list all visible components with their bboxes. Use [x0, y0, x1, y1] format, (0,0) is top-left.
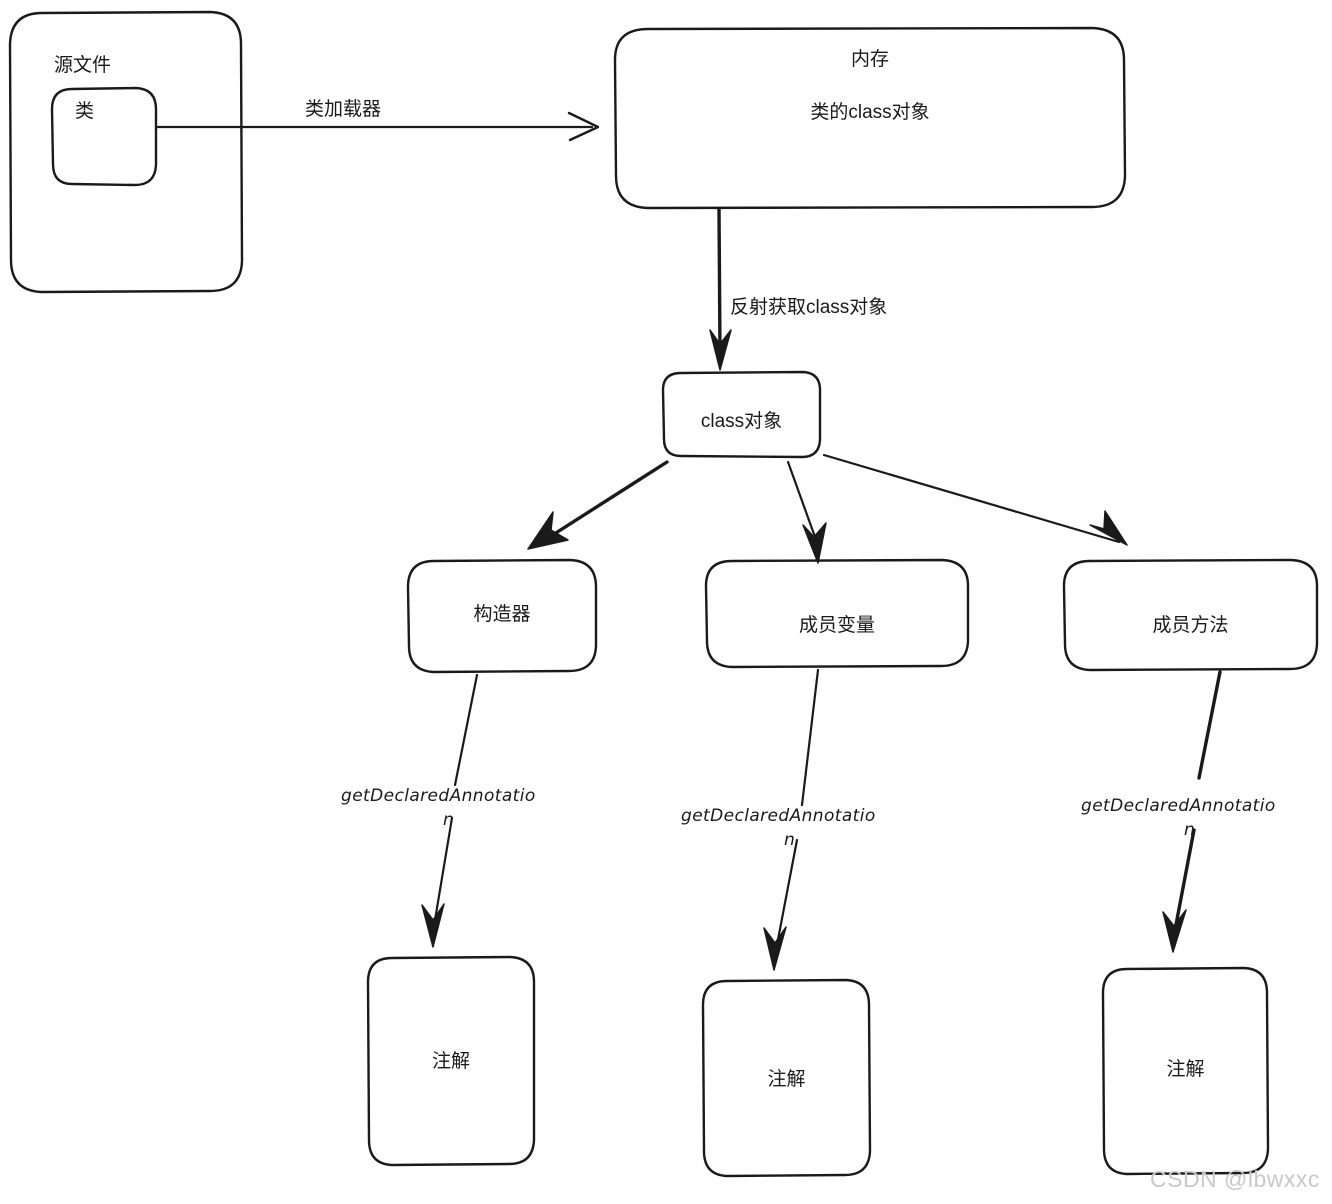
node-class-object-shape[interactable]	[661, 370, 822, 459]
node-annotation-2-shape[interactable]	[701, 978, 872, 1178]
node-annotation-2-label: 注解	[767, 1069, 806, 1090]
watermark: CSDN @lbwxxc	[1150, 1166, 1320, 1192]
node-annotation-1-shape[interactable]	[366, 955, 536, 1167]
node-constructor-label: 构造器	[473, 604, 531, 625]
node-class-inner-shape[interactable]	[50, 86, 158, 187]
node-member-method-shape[interactable]	[1062, 558, 1319, 672]
edge-reflect-line	[717, 207, 722, 354]
edge-field-annotation-label-line2: n	[784, 830, 796, 850]
edge-to-field-line	[786, 460, 821, 550]
edge-method-annotation-arrowhead	[1162, 909, 1187, 953]
node-class-object-label: class对象	[700, 411, 783, 432]
edge-ctor-annotation-arrowhead	[421, 903, 445, 948]
node-class-inner-label: 类	[75, 101, 95, 122]
node-annotation-3-label: 注解	[1166, 1059, 1205, 1080]
edge-field-annotation-label-line1: getDeclaredAnnotatio	[681, 806, 876, 826]
edge-method-annotation-label-line2: n	[1184, 820, 1196, 840]
edge-method-annotation-line	[1197, 670, 1222, 780]
edge-method-annotation-label-line1: getDeclaredAnnotatio	[1081, 796, 1276, 816]
edge-class-loader-label: 类加载器	[305, 99, 382, 120]
node-annotation-3-shape[interactable]	[1101, 966, 1270, 1176]
node-member-field-label: 成员变量	[798, 615, 875, 636]
node-memory-shape[interactable]	[613, 26, 1127, 210]
node-constructor-shape[interactable]	[406, 558, 598, 674]
edge-to-field-arrowhead	[802, 522, 827, 564]
edge-class-loader-arrowhead	[567, 111, 600, 142]
node-memory-label: 内存	[850, 49, 889, 70]
edge-field-annotation-line2	[774, 838, 799, 952]
node-member-field-shape[interactable]	[704, 558, 970, 669]
edge-field-annotation-arrowhead	[763, 926, 787, 971]
node-member-method-label: 成员方法	[1152, 615, 1229, 636]
edge-to-constructor-line	[546, 460, 669, 540]
node-annotation-1-label: 注解	[431, 1051, 470, 1072]
edge-reflect-arrowhead	[709, 329, 732, 371]
edge-ctor-annotation-label-line1: getDeclaredAnnotatio	[341, 786, 536, 806]
edge-to-method-arrowhead	[1089, 510, 1128, 546]
node-source-file-label: 源文件	[54, 55, 112, 76]
edge-ctor-annotation-label-line2: n	[443, 810, 455, 830]
edge-ctor-annotation-line2	[432, 816, 454, 928]
node-memory-body-label: 类的class对象	[810, 102, 930, 123]
edge-field-annotation-line	[800, 668, 820, 807]
edge-to-method-line	[822, 453, 1121, 544]
edge-method-annotation-line2	[1173, 828, 1196, 932]
edge-reflect-label: 反射获取class对象	[730, 297, 888, 318]
edge-to-constructor-arrowhead	[527, 511, 569, 550]
edge-ctor-annotation-line	[453, 673, 479, 787]
